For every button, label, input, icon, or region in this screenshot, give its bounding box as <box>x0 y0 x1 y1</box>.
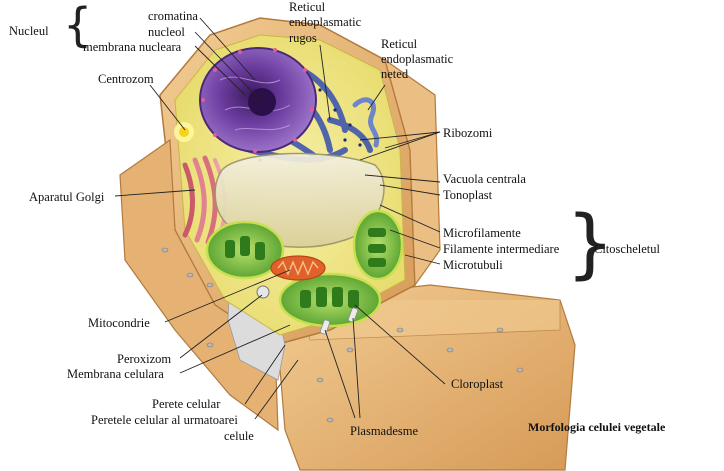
peroxisome-shape <box>256 285 270 299</box>
label-golgi: Aparatul Golgi <box>29 190 105 204</box>
label-microtubules: Microtubuli <box>443 258 503 272</box>
label-nucleus: Nucleul <box>9 24 49 38</box>
label-next-cell-wall-line1: Peretele celular al urmatoarei <box>91 413 238 427</box>
label-cell-membrane: Membrana celulara <box>67 367 164 381</box>
smooth-er-shape <box>352 97 380 148</box>
plasmodesmata-shapes <box>319 307 359 335</box>
label-plasmodesmata: Plasmadesme <box>350 424 419 438</box>
label-chromatin: cromatina <box>148 9 198 23</box>
centrosome-shape <box>174 122 194 142</box>
label-nucleolus: nucleol <box>148 25 185 39</box>
label-central-vacuole: Vacuola centrala <box>443 172 526 186</box>
label-mitochondrion: Mitocondrie <box>88 316 150 330</box>
label-tonoplast: Tonoplast <box>443 188 493 202</box>
diagram-title: Morfologia celulei vegetale <box>528 420 666 434</box>
label-rough-er-line2: endoplasmatic <box>289 15 362 29</box>
nucleus-shape <box>199 47 317 153</box>
label-microfilaments: Microfilamente <box>443 226 521 240</box>
label-rough-er-line1: Reticul <box>289 0 326 14</box>
label-cell-wall: Perete celular <box>152 397 221 411</box>
leader-lines <box>114 17 446 420</box>
label-chloroplast: Cloroplast <box>451 377 504 391</box>
label-ribosomes: Ribozomi <box>443 126 493 140</box>
label-smooth-er-line3: neted <box>381 67 409 81</box>
label-peroxisome: Peroxizom <box>117 352 172 366</box>
mitochondrion-shape <box>270 255 326 281</box>
label-intermediate-filaments: Filamente intermediare <box>443 242 560 256</box>
label-next-cell-wall-line2: celule <box>224 429 254 443</box>
label-rough-er-line3: rugos <box>289 31 317 45</box>
label-nuclear-membrane: membrana nucleara <box>83 40 182 54</box>
label-smooth-er-line2: endoplasmatic <box>381 52 454 66</box>
label-smooth-er-line1: Reticul <box>381 37 418 51</box>
label-centrosome: Centrozom <box>98 72 154 86</box>
label-cytoskeleton: Citoscheletul <box>594 242 660 256</box>
nucleus-brace: { <box>63 0 93 52</box>
